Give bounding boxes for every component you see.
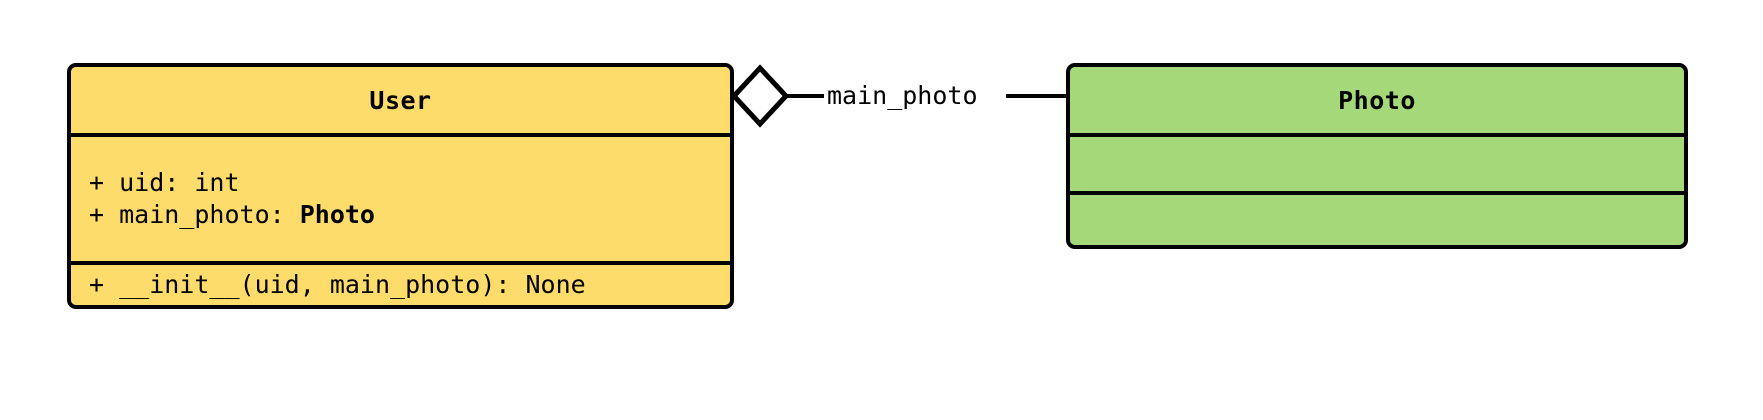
class-user-title: User bbox=[71, 67, 730, 133]
attribute-main-photo: + main_photo: Photo bbox=[89, 199, 712, 231]
attribute-uid: + uid: int bbox=[89, 168, 240, 197]
uml-class-user[interactable]: User + uid: int + main_photo: Photo + __… bbox=[67, 63, 734, 309]
uml-class-photo[interactable]: Photo bbox=[1066, 63, 1688, 249]
aggregation-diamond-icon bbox=[730, 64, 790, 128]
attribute-main-photo-type: Photo bbox=[299, 200, 375, 229]
association-label-main-photo: main_photo bbox=[824, 82, 981, 110]
class-photo-attributes bbox=[1070, 133, 1684, 191]
attribute-main-photo-label: + main_photo: bbox=[89, 200, 300, 229]
class-photo-title: Photo bbox=[1070, 67, 1684, 133]
method-init: + __init__(uid, main_photo): None bbox=[89, 270, 586, 299]
class-user-methods: + __init__(uid, main_photo): None bbox=[71, 261, 730, 305]
class-user-attributes: + uid: int + main_photo: Photo bbox=[71, 133, 730, 261]
class-photo-methods bbox=[1070, 191, 1684, 245]
